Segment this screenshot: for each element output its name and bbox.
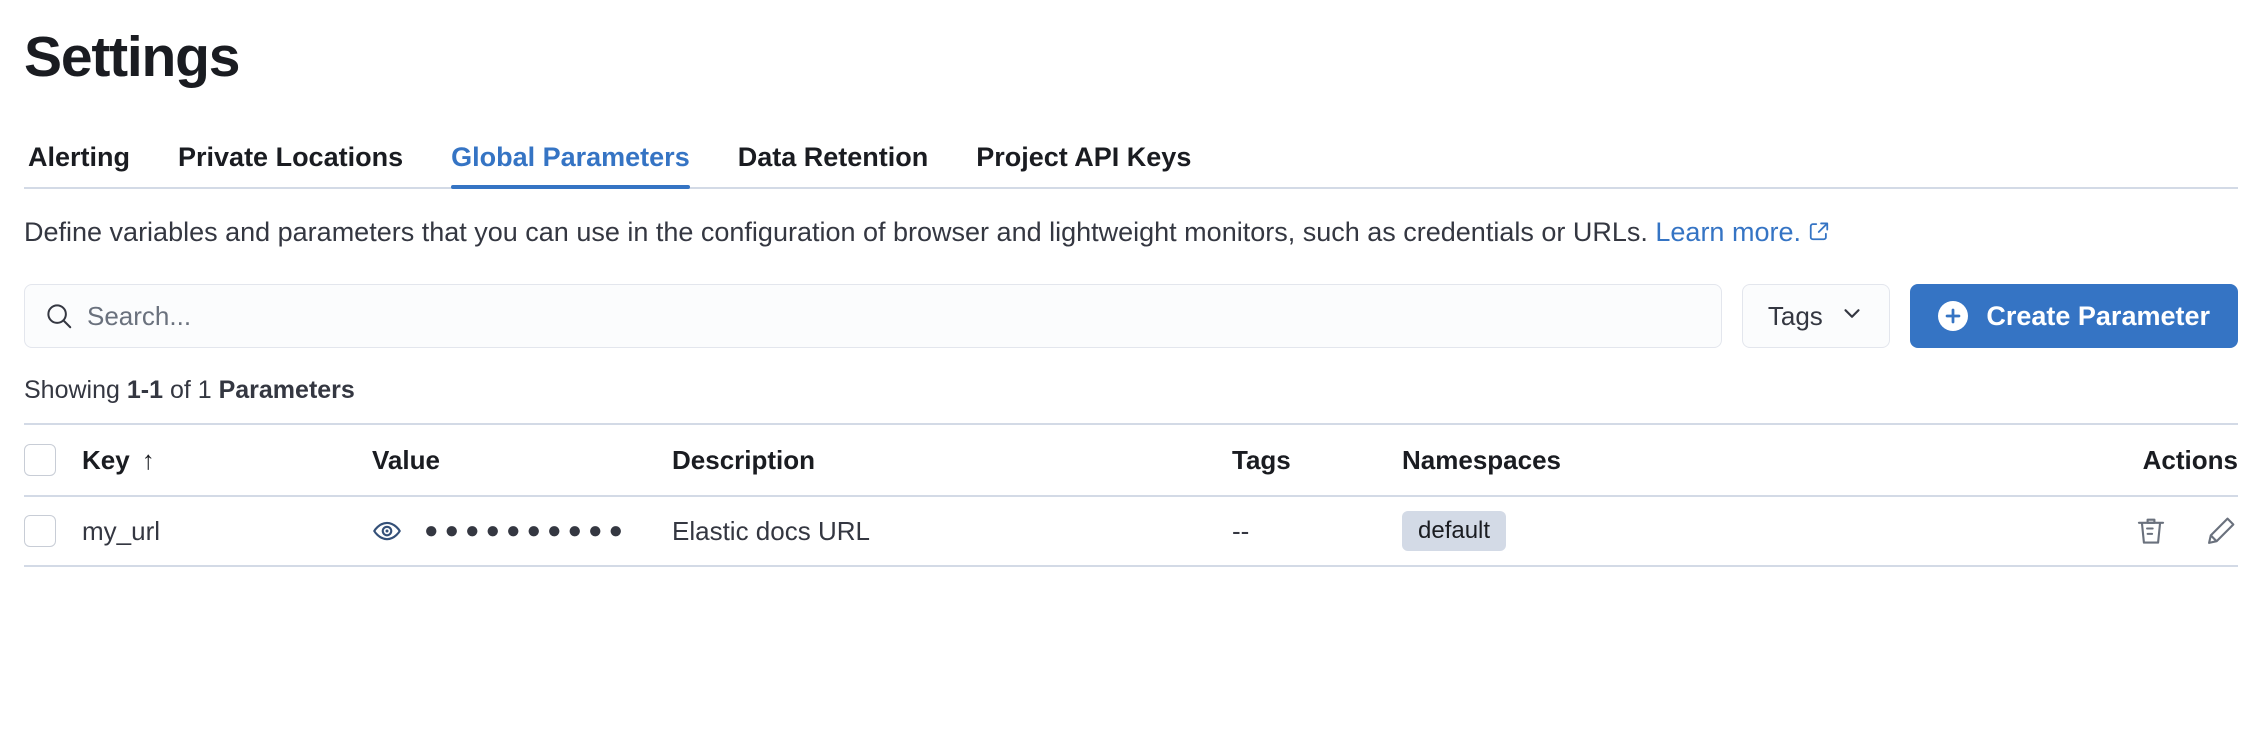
tags-filter-button[interactable]: Tags <box>1742 284 1891 349</box>
tab-data-retention[interactable]: Data Retention <box>714 144 953 187</box>
results-noun: Parameters <box>218 376 355 405</box>
select-all-cell <box>24 444 82 477</box>
pencil-icon[interactable] <box>2204 514 2238 548</box>
tags-filter-label: Tags <box>1767 300 1823 331</box>
masked-value: ●●●●●●●●●● <box>424 517 629 545</box>
results-range: 1-1 <box>126 376 163 405</box>
results-prefix: Showing <box>24 376 127 405</box>
cell-tags: -- <box>1232 515 1250 546</box>
tab-label: Private Locations <box>178 142 404 173</box>
column-header-tags-label: Tags <box>1232 444 1291 475</box>
tab-label: Data Retention <box>737 142 929 173</box>
namespace-badge: default <box>1402 511 1507 552</box>
column-header-tags: Tags <box>1232 445 1402 476</box>
settings-tabs: Alerting Private Locations Global Parame… <box>24 127 2238 190</box>
eye-icon[interactable] <box>372 516 402 546</box>
results-middle: of 1 <box>163 376 219 405</box>
external-link-icon <box>1808 214 1830 254</box>
controls-row: Tags Create Parameter <box>24 284 2238 349</box>
tab-project-api-keys[interactable]: Project API Keys <box>952 144 1215 187</box>
cell-actions <box>2068 514 2238 548</box>
tab-private-locations[interactable]: Private Locations <box>154 144 427 187</box>
learn-more-label: Learn more. <box>1655 217 1801 248</box>
table-header-row: Key ↑ Value Description Tags Namespaces A… <box>24 423 2238 495</box>
column-header-description: Description <box>672 445 1232 476</box>
chevron-down-icon <box>1839 300 1865 333</box>
column-header-actions-label: Actions <box>2142 444 2238 475</box>
column-header-value: Value <box>372 445 672 476</box>
table-row: my_url ●●●●●●●●●● Elastic docs URL -- de… <box>24 495 2238 568</box>
cell-key: my_url <box>82 515 161 546</box>
search-input[interactable] <box>24 284 1723 349</box>
tab-label: Global Parameters <box>451 142 690 173</box>
sort-ascending-icon: ↑ <box>141 444 155 475</box>
row-select-cell <box>24 515 82 548</box>
search-field-wrapper <box>24 284 1723 349</box>
row-select-checkbox[interactable] <box>24 515 56 548</box>
column-header-value-label: Value <box>372 444 440 475</box>
select-all-checkbox[interactable] <box>24 444 56 477</box>
create-parameter-button[interactable]: Create Parameter <box>1910 284 2238 349</box>
learn-more-link[interactable]: Learn more. <box>1655 217 1801 247</box>
column-header-description-label: Description <box>672 444 816 475</box>
cell-value: ●●●●●●●●●● <box>372 516 672 546</box>
tab-label: Project API Keys <box>976 142 1192 173</box>
column-header-actions: Actions <box>2068 445 2238 476</box>
tab-alerting[interactable]: Alerting <box>24 144 154 187</box>
cell-description: Elastic docs URL <box>672 515 870 546</box>
cell-namespaces: default <box>1402 511 2068 552</box>
plus-in-circle-icon <box>1938 301 1969 332</box>
column-header-namespaces-label: Namespaces <box>1402 444 1561 475</box>
description-body: Define variables and parameters that you… <box>24 217 1648 248</box>
tab-global-parameters[interactable]: Global Parameters <box>427 142 714 190</box>
trash-icon[interactable] <box>2134 514 2168 548</box>
tab-label: Alerting <box>28 142 131 173</box>
parameters-table: Key ↑ Value Description Tags Namespaces A… <box>24 423 2238 568</box>
column-header-namespaces: Namespaces <box>1402 445 2068 476</box>
page-title: Settings <box>24 25 240 89</box>
column-header-key-label: Key <box>82 444 130 475</box>
column-header-key[interactable]: Key ↑ <box>82 445 372 476</box>
results-count: Showing 1-1 of 1 Parameters <box>24 376 2238 405</box>
create-parameter-label: Create Parameter <box>1986 300 2210 331</box>
description-text: Define variables and parameters that you… <box>24 213 2238 254</box>
